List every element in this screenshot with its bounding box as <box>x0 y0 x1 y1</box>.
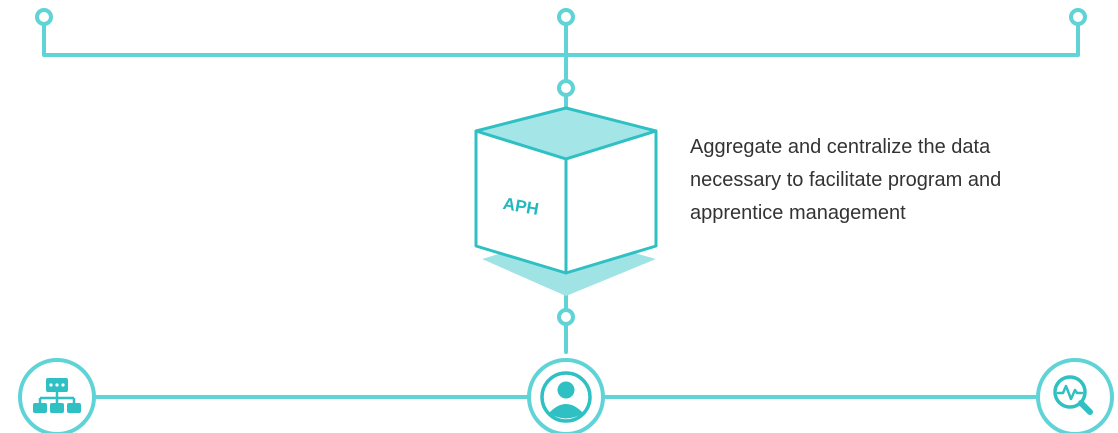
description-line-2: necessary to facilitate program and <box>690 169 1002 191</box>
description-line-3: apprentice management <box>690 202 906 224</box>
cube-right-face <box>564 129 658 275</box>
analytics-search-icon <box>1036 358 1114 433</box>
description-text: Aggregate and centralize the data necess… <box>690 131 1100 230</box>
top-connector-line <box>42 22 1080 57</box>
top-left-node <box>35 8 53 26</box>
cube-top-node <box>557 79 575 97</box>
top-right-node <box>1069 8 1087 26</box>
description-line-1: Aggregate and centralize the data <box>690 136 991 158</box>
bottom-center-node <box>557 308 575 326</box>
user-icon <box>527 358 605 433</box>
top-center-node <box>557 8 575 26</box>
org-chart-icon <box>18 358 96 433</box>
